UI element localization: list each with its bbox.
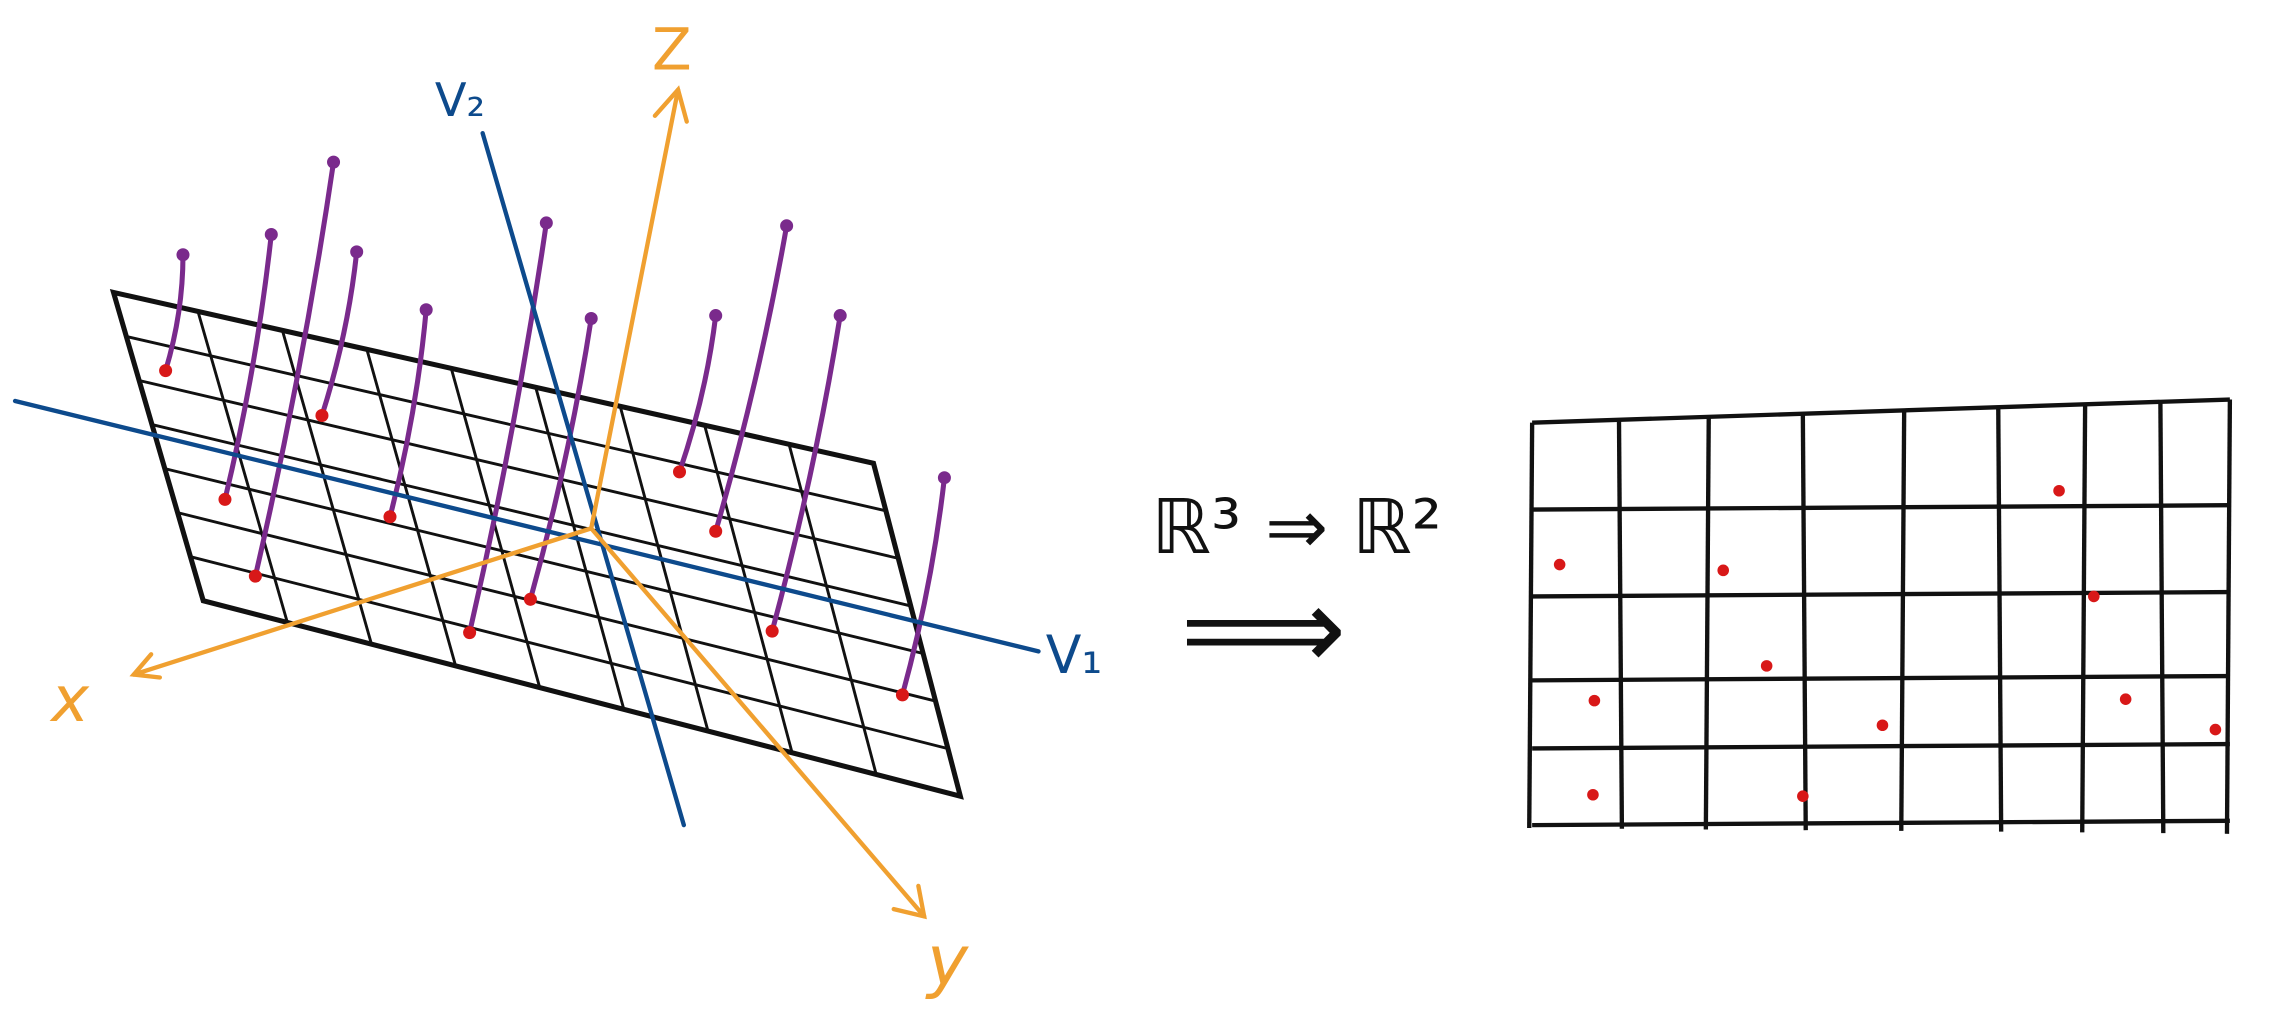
- point-2d: [2119, 693, 2132, 705]
- point-2d: [1876, 719, 1889, 732]
- mapping-label: ℝ³ ⇒ ℝ²: [1151, 483, 1441, 571]
- grid-2d-vertical-line: [1996, 408, 2004, 832]
- grid-2d-horizontal-line: [1532, 503, 2230, 512]
- projection-line: [467, 220, 549, 636]
- projected-point: [765, 624, 779, 638]
- grid-2d-horizontal-line: [1532, 673, 2230, 683]
- point-2d: [1760, 660, 1773, 672]
- projected-point: [523, 592, 537, 606]
- plane-grid-line: [618, 404, 710, 733]
- grid-2d-vertical-line: [2080, 405, 2088, 833]
- v1-line: [12, 398, 1041, 654]
- point-2d: [1553, 558, 1566, 571]
- v1-label: V₁: [1046, 626, 1103, 686]
- projected-point: [672, 465, 687, 479]
- data-point-3d: [780, 219, 794, 233]
- data-point-3d: [176, 248, 190, 262]
- basis-vectors: [12, 131, 1041, 828]
- projection-line: [252, 159, 337, 579]
- projection-line: [387, 307, 429, 520]
- grid-2d-vertical-line: [1899, 411, 1907, 831]
- grid-2d-vertical-line: [2224, 399, 2233, 834]
- plane-grid-line: [365, 347, 458, 668]
- plane-grid-line: [703, 423, 794, 755]
- z-axis: [589, 87, 681, 531]
- grid-2d-vertical-line: [1703, 416, 1711, 830]
- data-point-3d: [264, 227, 278, 242]
- v2-line: [480, 131, 687, 828]
- projection-line: [769, 313, 843, 634]
- projected-point: [463, 626, 477, 640]
- plane-grid-line: [196, 309, 289, 624]
- x-axis-label: x: [49, 663, 90, 737]
- point-2d: [1588, 694, 1601, 707]
- points-2d: [1553, 484, 2222, 802]
- grid-2d-vertical-line: [1800, 413, 1808, 831]
- z-axis-label: Z: [652, 15, 692, 83]
- projected-point: [709, 524, 723, 538]
- transform-arrow-icon: ⟹: [1180, 563, 1346, 697]
- plane-grid-line: [534, 385, 626, 711]
- grid-2d-horizontal-line: [1532, 397, 2230, 425]
- projection-line: [527, 315, 594, 602]
- data-point-3d: [327, 155, 341, 169]
- point-2d: [2209, 723, 2222, 736]
- plane-grid-3d: [109, 289, 964, 800]
- plane-grid-line: [163, 467, 925, 655]
- projection-line: [319, 249, 360, 418]
- x-axis: [131, 526, 594, 677]
- point-2d: [1717, 564, 1730, 577]
- y-axis: [589, 526, 927, 919]
- plane-grid-line: [449, 366, 542, 690]
- projected-point: [383, 510, 397, 524]
- plane-grid-line: [150, 423, 913, 608]
- point-2d: [1587, 788, 1599, 801]
- z-arrowhead-icon: [652, 85, 689, 124]
- grid-2d-horizontal-line: [1532, 589, 2230, 599]
- plane-grid-line: [176, 511, 937, 703]
- projection-line: [713, 223, 790, 534]
- projection-lines: [163, 159, 947, 698]
- y-axis-label: y: [925, 921, 969, 1001]
- grid-2d-vertical-line: [1616, 419, 1625, 829]
- data-point-3d: [709, 309, 723, 323]
- data-point-3d: [419, 303, 433, 317]
- data-point-3d: [833, 309, 847, 323]
- y-arrowhead-icon: [891, 883, 927, 920]
- x-arrowhead-icon: [129, 652, 162, 680]
- axes: [129, 85, 927, 920]
- data-point-3d: [584, 311, 598, 325]
- projection-line: [899, 475, 947, 698]
- point-2d: [2053, 484, 2065, 497]
- points-3d: [159, 155, 951, 702]
- projection-line: [222, 231, 274, 502]
- grid-2d-vertical-line: [2158, 402, 2166, 834]
- point-2d: [1797, 790, 1809, 802]
- data-point-3d: [937, 471, 951, 485]
- projected-point: [248, 569, 262, 583]
- data-point-3d: [350, 245, 364, 259]
- v2-label: V₂: [435, 73, 485, 127]
- projection-line: [676, 313, 719, 475]
- grid-2d-vertical-line: [1527, 422, 1535, 829]
- grid-2d: [1527, 397, 2233, 834]
- grid-2d-horizontal-line: [1532, 818, 2230, 828]
- grid-2d-horizontal-line: [1532, 741, 2230, 751]
- projection-line: [163, 252, 186, 374]
- projected-point: [218, 492, 232, 506]
- projected-point: [159, 364, 173, 378]
- projected-point: [315, 408, 329, 422]
- data-point-3d: [539, 216, 553, 230]
- projected-point: [895, 688, 909, 702]
- point-2d: [2088, 590, 2100, 603]
- plane-grid-line: [137, 379, 900, 560]
- plane-grid-line: [188, 555, 950, 751]
